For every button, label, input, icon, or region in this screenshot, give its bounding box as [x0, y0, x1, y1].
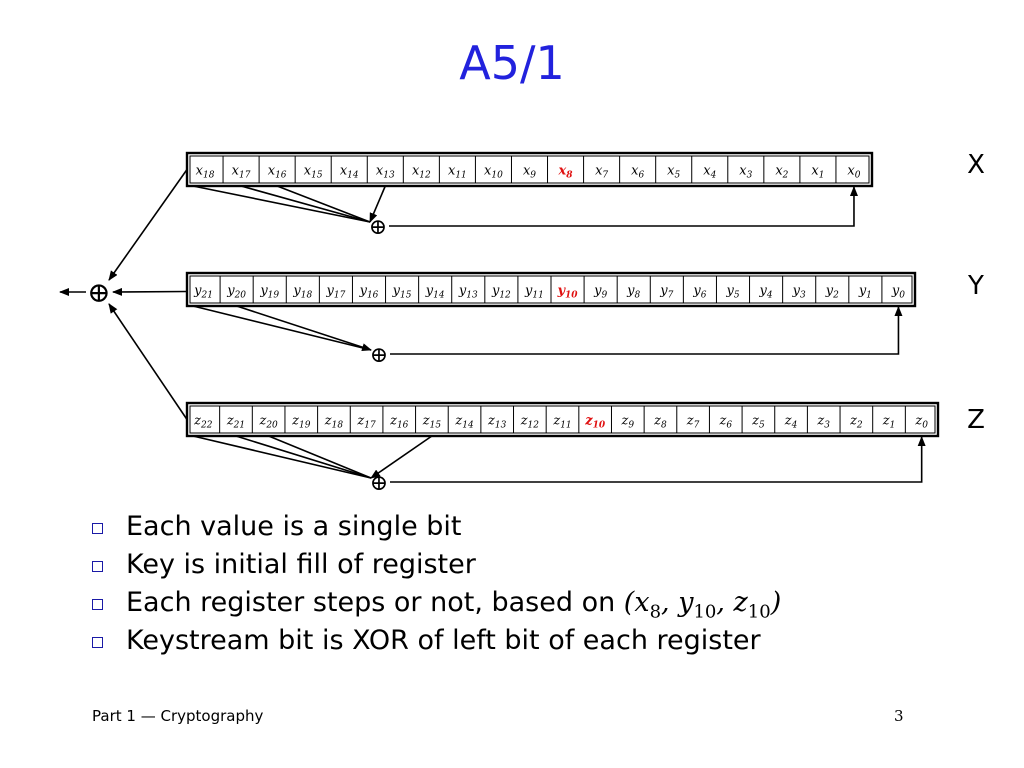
feedback-wire [389, 186, 858, 227]
tap-wire [192, 305, 372, 351]
tap-wire [276, 185, 371, 223]
tap-wire [370, 435, 433, 479]
output-wire [108, 303, 188, 420]
output-xor-symbol-icon: ⊕ [87, 276, 110, 309]
feedback-wire [390, 436, 926, 483]
register-inner-frame [189, 155, 870, 184]
tap-wire [192, 185, 371, 223]
register-inner-frame [189, 405, 936, 434]
register-label: X [967, 150, 985, 180]
xor-symbol-icon: ⊕ [370, 343, 388, 368]
footer-part: Part 1 — Cryptography [92, 707, 264, 725]
tap-wire [192, 435, 372, 479]
page-number: 3 [894, 707, 904, 725]
bullet-item: Keystream bit is XOR of left bit of each… [92, 622, 781, 660]
tap-wire [236, 305, 372, 352]
feedback-wire [390, 306, 903, 355]
output-wire [112, 287, 188, 296]
slide-title: A5/1 [459, 36, 565, 90]
tap-wire [268, 435, 372, 479]
bullet-item: Each register steps or not, based on (x8… [92, 584, 781, 622]
output-wire [108, 169, 188, 281]
register-label: Z [967, 405, 985, 435]
bullet-text: Key is initial fill of register [126, 549, 476, 580]
register-frame [185, 401, 940, 438]
register-frame [185, 151, 874, 188]
bullet-item: Key is initial fill of register [92, 546, 781, 584]
clocking-bits-formula: (x8, y10, z10) [623, 587, 782, 623]
tap-wire [369, 185, 387, 223]
square-bullet-icon [92, 599, 103, 610]
square-bullet-icon [92, 561, 103, 572]
xor-symbol-icon: ⊕ [370, 471, 388, 496]
tap-wire [235, 435, 372, 479]
register-label: Y [967, 271, 984, 301]
bullet-list: Each value is a single bit Key is initia… [92, 508, 781, 660]
square-bullet-icon [92, 523, 103, 534]
bullet-item: Each value is a single bit [92, 508, 781, 546]
bullet-text: Keystream bit is XOR of left bit of each… [126, 625, 761, 656]
tap-wire [240, 185, 371, 223]
square-bullet-icon [92, 637, 103, 648]
bullet-text: Each value is a single bit [126, 511, 462, 542]
bullet-text: Each register steps or not, based on [126, 587, 624, 618]
xor-symbol-icon: ⊕ [369, 215, 387, 240]
